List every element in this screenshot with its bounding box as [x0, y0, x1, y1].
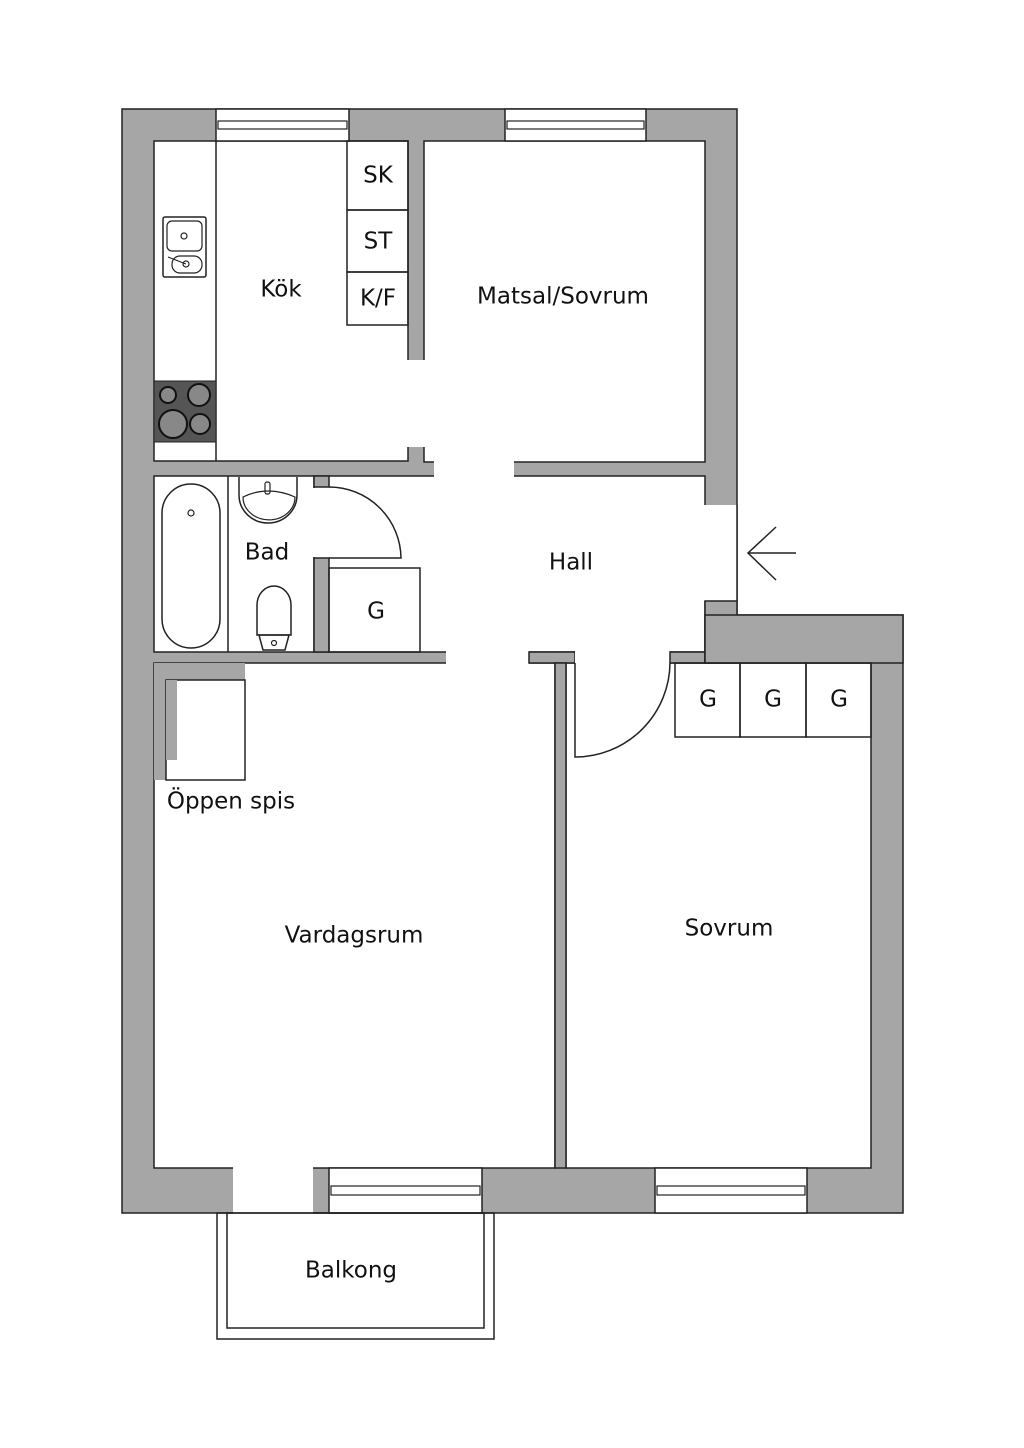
- room-matsal: [423, 140, 706, 463]
- living-bedroom-wall: [554, 662, 567, 1169]
- label-oppen-spis: Öppen spis: [167, 787, 295, 815]
- label-g1: G: [699, 687, 717, 713]
- washbasin-tap: [264, 481, 271, 495]
- fireplace-jamb: [166, 680, 177, 760]
- cabinet-kf: [346, 271, 409, 326]
- washbasin-icon: [238, 477, 298, 524]
- hob-1: [159, 386, 177, 404]
- bathtub-drain-icon: [187, 509, 195, 517]
- kitchen-opening: [405, 360, 427, 447]
- window-living: [328, 1167, 483, 1214]
- balcony-inner: [226, 1212, 485, 1329]
- label-sk: SK: [363, 163, 394, 189]
- bad-door-swing[interactable]: [328, 486, 402, 559]
- label-g3: G: [830, 687, 848, 713]
- label-matsal: Matsal/Sovrum: [477, 284, 649, 310]
- label-sovrum: Sovrum: [685, 916, 774, 942]
- bad-wall-bottom: [313, 557, 330, 653]
- label-vardagsrum: Vardagsrum: [285, 923, 424, 949]
- label-kok: Kök: [260, 277, 302, 303]
- bad-door-opening: [312, 488, 316, 557]
- bathtub-icon: [161, 483, 221, 649]
- window-matsal: [504, 108, 647, 142]
- bedroom-door-swing[interactable]: [574, 662, 671, 758]
- wardrobe-g3: [805, 662, 872, 738]
- label-g-hall: G: [367, 599, 385, 625]
- window-bedroom: [654, 1167, 808, 1214]
- washbasin-bowl: [242, 490, 296, 521]
- hall-kitchen-opening: [434, 459, 514, 479]
- fireplace-surround: [154, 663, 245, 680]
- fireplace: [165, 679, 246, 781]
- room-bad: [153, 475, 315, 653]
- bedroom-wall-north-2: [704, 614, 904, 664]
- toilet-icon: [256, 585, 292, 636]
- label-hall: Hall: [549, 550, 593, 576]
- sink-basin-1: [166, 220, 203, 252]
- hall-east: [700, 505, 737, 601]
- bedroom-wall-north: [669, 651, 706, 664]
- sink-basin-2: [171, 255, 203, 274]
- hob-4: [189, 413, 211, 435]
- bad-wall-top: [313, 475, 330, 488]
- living-opening: [446, 650, 529, 666]
- bedroom-door-opening: [575, 650, 670, 666]
- sink-drain-icon: [180, 232, 188, 240]
- label-kf: K/F: [360, 286, 396, 312]
- window-bedroom-pane: [656, 1185, 806, 1196]
- hob-3: [158, 409, 188, 439]
- closet-g-hall: [328, 567, 421, 653]
- window-matsal-pane: [506, 120, 645, 130]
- label-bad: Bad: [245, 540, 289, 566]
- window-living-pane: [330, 1185, 481, 1196]
- kitchen-sink-icon: [162, 216, 207, 278]
- entrance-arrow-icon: [746, 526, 796, 581]
- hob-2: [187, 383, 211, 407]
- sink-drain-2-icon: [182, 260, 190, 268]
- label-balkong: Balkong: [305, 1258, 397, 1284]
- label-st: ST: [364, 229, 394, 255]
- window-kitchen-pane: [217, 120, 348, 130]
- room-hall: [313, 475, 706, 653]
- faucet-icon: [167, 256, 187, 265]
- balcony-door-opening: [233, 1166, 313, 1214]
- toilet-flush-icon: [270, 639, 278, 647]
- hall-wall-stub: [528, 651, 576, 664]
- toilet-tank: [258, 634, 290, 651]
- label-g2: G: [764, 687, 782, 713]
- window-kitchen: [215, 108, 350, 142]
